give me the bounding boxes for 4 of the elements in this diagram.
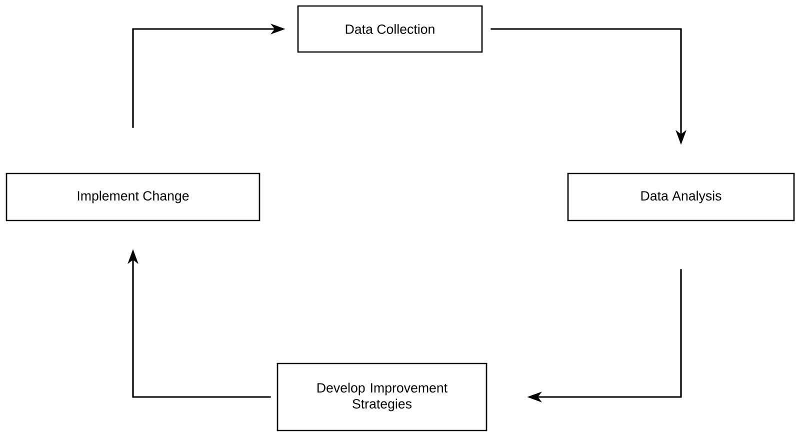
process-box: Develop Improvement Strategies xyxy=(276,362,488,432)
process-box: Implement Change xyxy=(6,172,260,222)
process-box: Data Collection xyxy=(297,5,483,53)
process-box: Data Analysis xyxy=(567,172,795,222)
